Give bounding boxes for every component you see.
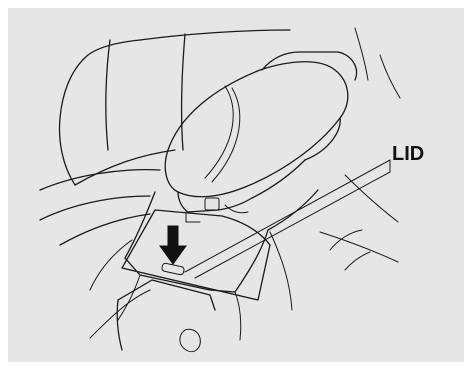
figure-frame	[8, 8, 464, 362]
callout-label-lid: LID	[392, 143, 424, 165]
